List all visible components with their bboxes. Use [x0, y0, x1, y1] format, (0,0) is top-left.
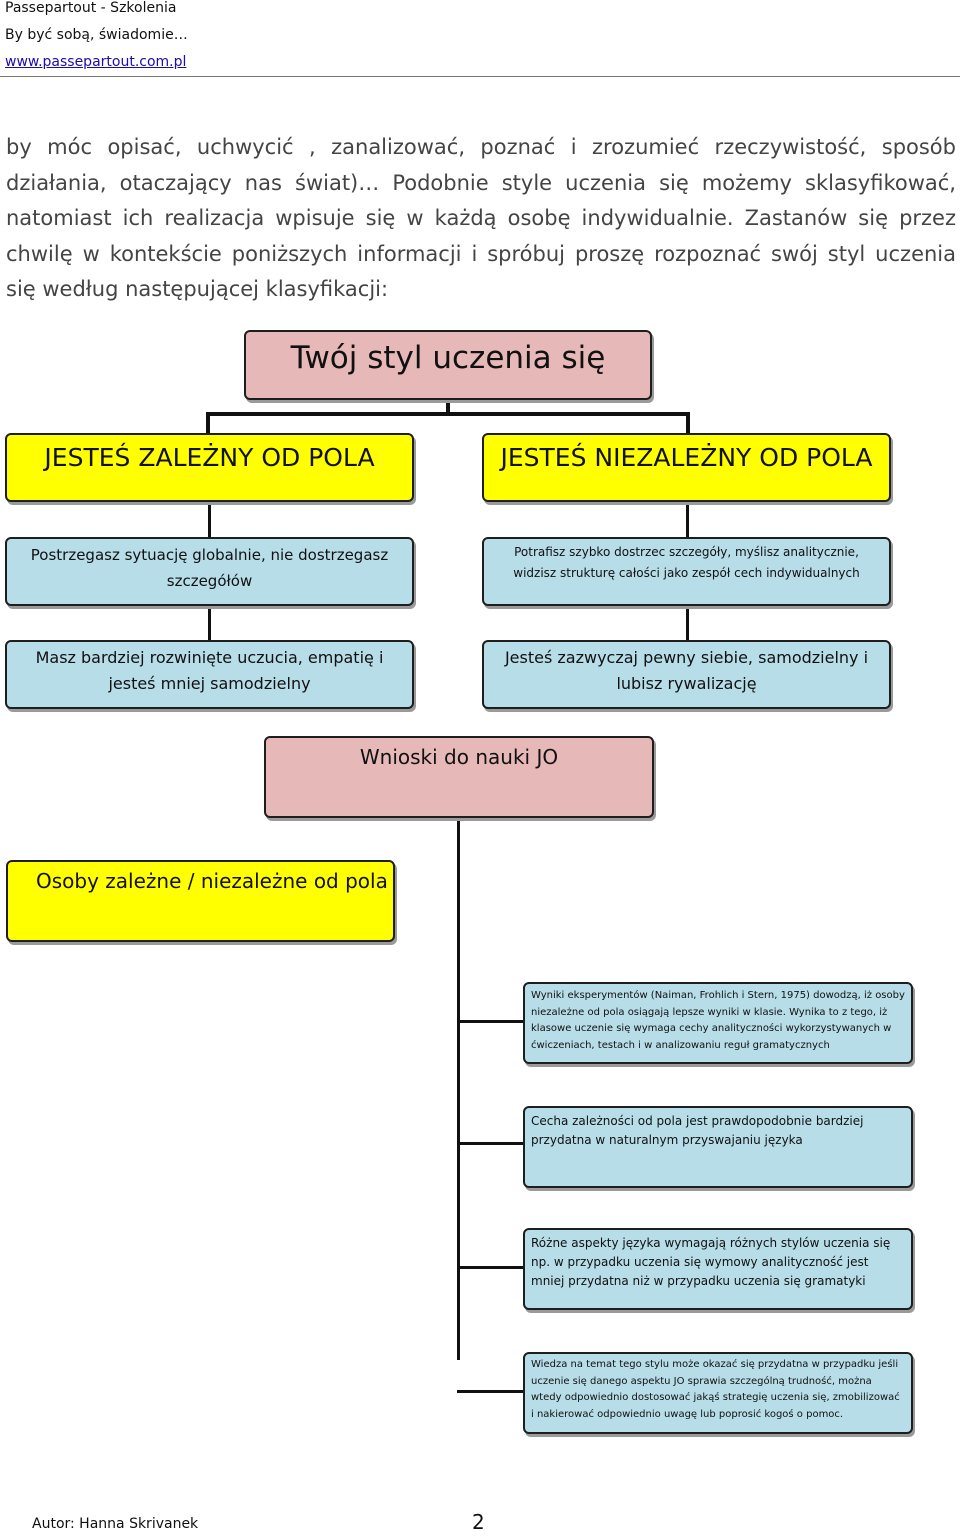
field-independent-trait-2-text: Jesteś zazwyczaj pewny siebie, samodziel…: [504, 648, 869, 693]
header-website-link[interactable]: www.passepartout.com.pl: [5, 54, 187, 70]
footer-author: Autor: Hanna Skrivanek: [32, 1516, 199, 1532]
connector-root-bar: [206, 412, 690, 416]
connector-note-2: [457, 1142, 525, 1145]
connector-trunk: [457, 818, 460, 1360]
field-independent-label: JESTEŚ NIEZALEŻNY OD POLA: [500, 443, 873, 472]
connector-right-1: [686, 502, 689, 537]
connector-right-drop: [686, 412, 690, 434]
diagram-root-box: Twój styl uczenia się: [244, 330, 652, 400]
field-dependent-box: JESTEŚ ZALEŻNY OD POLA: [5, 433, 414, 502]
connector-right-2: [686, 606, 689, 640]
conclusions-label: Wnioski do nauki JO: [359, 745, 559, 769]
diagram-root-label: Twój styl uczenia się: [290, 340, 606, 376]
note-box-3: Różne aspekty języka wymagają różnych st…: [523, 1228, 913, 1310]
group-box: Osoby zależne / niezależne od pola: [6, 860, 395, 942]
field-independent-trait-2: Jesteś zazwyczaj pewny siebie, samodziel…: [482, 640, 891, 709]
note-text-4: Wiedza na temat tego stylu może okazać s…: [531, 1359, 900, 1420]
field-independent-box: JESTEŚ NIEZALEŻNY OD POLA: [482, 433, 891, 502]
group-label: Osoby zależne / niezależne od pola: [36, 869, 388, 893]
connector-root-stem: [446, 400, 450, 414]
connector-left-2: [208, 606, 211, 640]
note-text-3: Różne aspekty języka wymagają różnych st…: [531, 1236, 891, 1288]
field-dependent-trait-2: Masz bardziej rozwinięte uczucia, empati…: [5, 640, 414, 709]
note-text-2: Cecha zależności od pola jest prawdopodo…: [531, 1114, 864, 1147]
connector-left-1: [208, 502, 211, 537]
note-text-1: Wyniki eksperymentów (Naiman, Frohlich i…: [531, 990, 905, 1051]
connector-note-1: [457, 1020, 525, 1023]
note-box-1: Wyniki eksperymentów (Naiman, Frohlich i…: [523, 982, 913, 1064]
field-independent-trait-1: Potrafisz szybko dostrzec szczegóły, myś…: [482, 537, 891, 606]
field-dependent-trait-1: Postrzegasz sytuację globalnie, nie dost…: [5, 537, 414, 606]
connector-left-drop: [206, 412, 210, 434]
field-dependent-trait-2-text: Masz bardziej rozwinięte uczucia, empati…: [35, 648, 384, 693]
intro-paragraph: by móc opisać, uchwycić , zanalizować, p…: [6, 135, 956, 301]
page-number: 2: [472, 1510, 485, 1534]
field-dependent-trait-1-text: Postrzegasz sytuację globalnie, nie dost…: [30, 546, 389, 590]
conclusions-box: Wnioski do nauki JO: [264, 736, 654, 818]
field-independent-trait-1-text: Potrafisz szybko dostrzec szczegóły, myś…: [513, 545, 860, 580]
note-box-4: Wiedza na temat tego stylu może okazać s…: [523, 1352, 913, 1434]
header-tagline: By być sobą, świadomie…: [5, 27, 188, 43]
note-box-2: Cecha zależności od pola jest prawdopodo…: [523, 1106, 913, 1188]
header-divider: [0, 76, 960, 77]
connector-note-3: [457, 1266, 525, 1269]
header-company: Passepartout - Szkolenia: [5, 0, 177, 16]
field-dependent-label: JESTEŚ ZALEŻNY OD POLA: [44, 443, 375, 472]
connector-note-4: [457, 1390, 525, 1393]
